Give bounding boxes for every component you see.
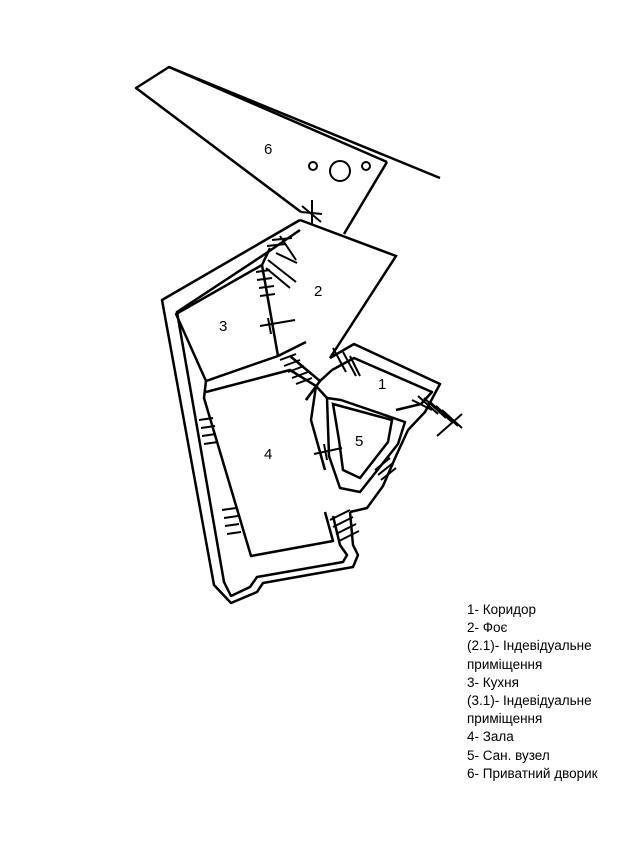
room-label-6: 6 (264, 141, 272, 158)
legend-item: (2.1)- Індевідуальне приміщення (467, 638, 592, 672)
legend-item: 3- Кухня (467, 674, 519, 690)
foyer-outline (299, 218, 398, 359)
legend-item: 4- Зала (467, 729, 514, 745)
room-label-5: 5 (355, 433, 363, 450)
legend-item: 2- Фоє (467, 620, 508, 636)
room-label-1: 1 (378, 376, 386, 393)
room-label-4: 4 (264, 446, 272, 463)
legend-item: (3.1)- Індевідуальне приміщення (467, 693, 592, 727)
courtyard-outline (134, 65, 441, 235)
legend-item: 1- Коридор (467, 602, 537, 617)
room-legend: 1- Коридор 2- Фоє (2.1)- Індевідуальне п… (467, 601, 637, 783)
room-label-2: 2 (314, 283, 322, 300)
outer-walls (160, 218, 360, 605)
room-label-3: 3 (219, 318, 227, 335)
bathroom-outline (331, 402, 394, 480)
courtyard-small-circle-right (361, 161, 371, 171)
corridor-walls (304, 342, 442, 514)
kitchen-walls (174, 247, 307, 383)
legend-item: 6- Приватний дворик (467, 765, 598, 781)
courtyard-large-circle (329, 160, 351, 182)
courtyard-small-circle (308, 161, 318, 171)
openings (198, 200, 463, 542)
legend-item: 5- Сан. вузел (467, 747, 550, 763)
